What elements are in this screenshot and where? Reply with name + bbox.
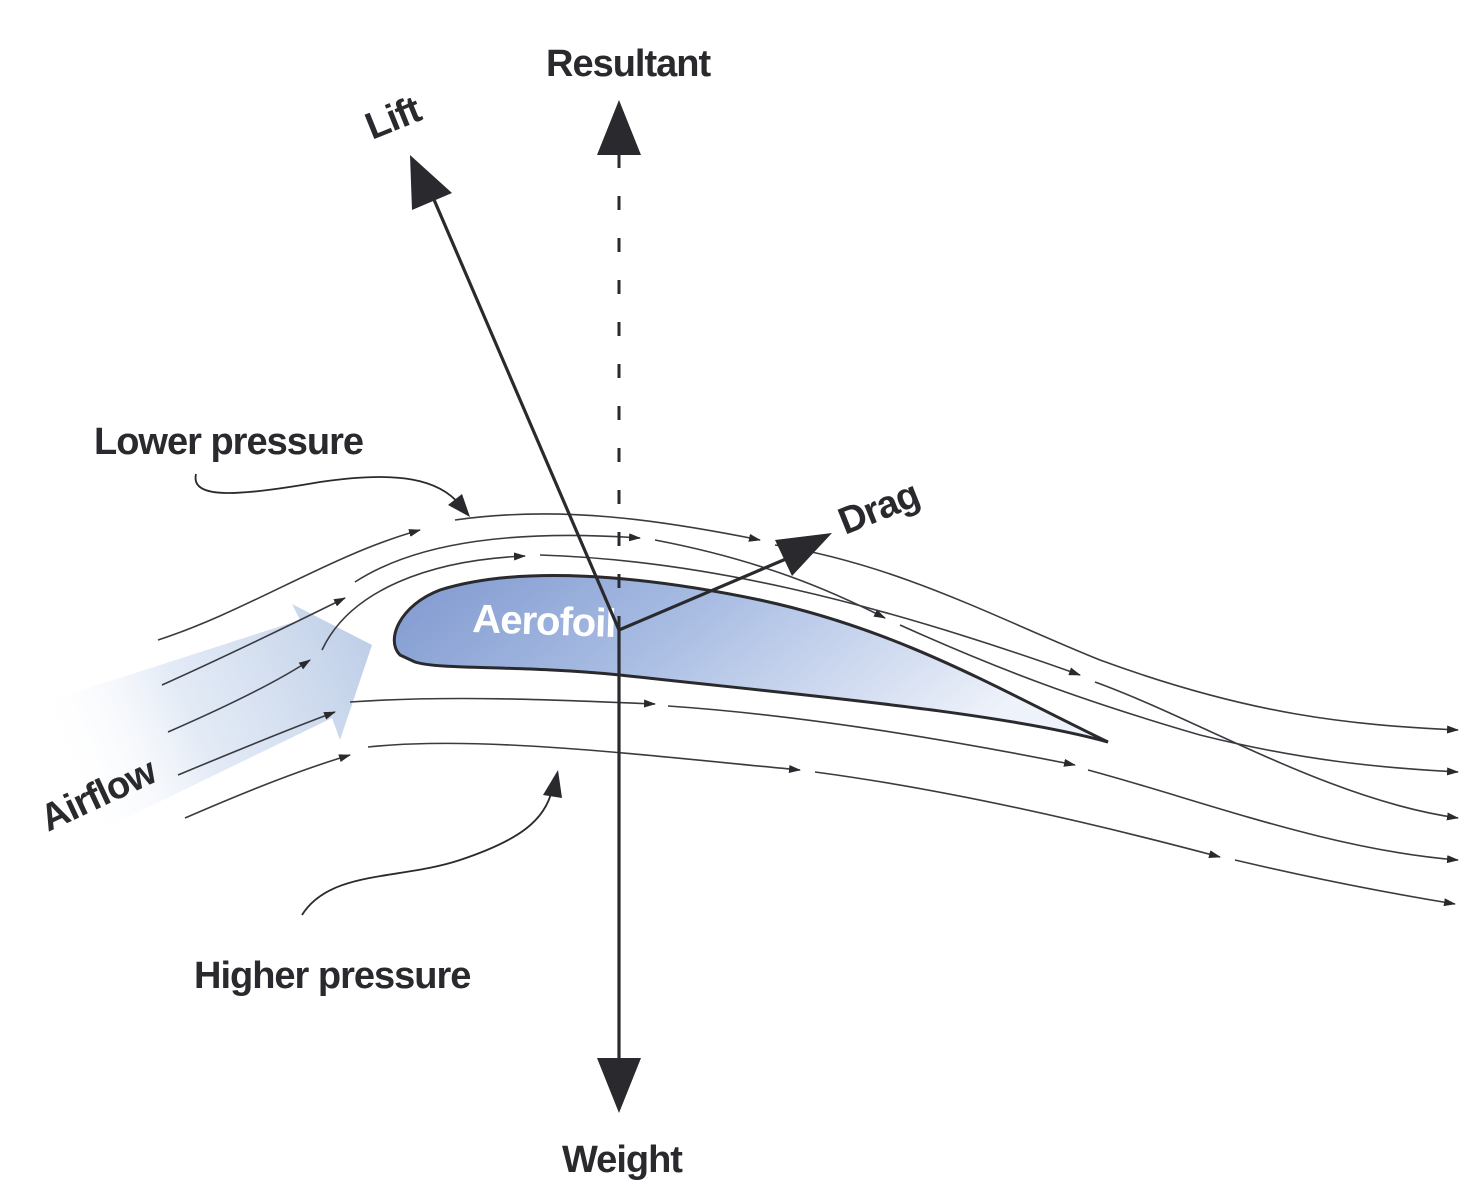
streamline <box>899 624 1459 776</box>
streamline <box>167 659 311 733</box>
streamline <box>321 552 526 651</box>
streamline <box>177 711 336 776</box>
lift-label: Lift <box>360 88 428 148</box>
resultant-arrow-head <box>597 100 641 155</box>
weight-arrow-head <box>597 1058 641 1113</box>
airflow-arrow <box>20 604 372 850</box>
higher-pressure-pointer <box>301 789 553 916</box>
weight-label: Weight <box>562 1139 683 1181</box>
aerofoil-label: Aerofoil <box>472 597 617 646</box>
lower-pressure-pointer <box>194 473 461 506</box>
streamline <box>667 705 1076 767</box>
drag-arrow-line <box>618 551 801 632</box>
streamline <box>184 754 351 819</box>
streamline <box>161 597 346 686</box>
streamlines <box>157 513 1459 907</box>
streamline <box>354 533 641 583</box>
drag-label: Drag <box>833 473 925 543</box>
streamline <box>1234 859 1456 907</box>
streamline <box>367 742 801 773</box>
aerofoil-shape <box>392 574 1109 744</box>
streamline <box>774 544 1459 734</box>
drag-arrow-head <box>775 533 832 576</box>
streamline <box>454 513 761 542</box>
streamline <box>1087 769 1459 864</box>
resultant-label: Resultant <box>546 43 711 85</box>
lower-pressure-label: Lower pressure <box>94 421 363 463</box>
lower-pressure-pointer-head <box>448 494 470 517</box>
streamline <box>539 554 1081 676</box>
streamline <box>157 529 421 641</box>
streamline <box>814 771 1221 859</box>
higher-pressure-pointer-head <box>543 770 562 798</box>
lift-arrow-line <box>430 194 621 631</box>
streamline <box>349 697 656 708</box>
lift-arrow-head <box>410 155 452 210</box>
streamline <box>1094 681 1459 821</box>
higher-pressure-label: Higher pressure <box>194 955 470 997</box>
